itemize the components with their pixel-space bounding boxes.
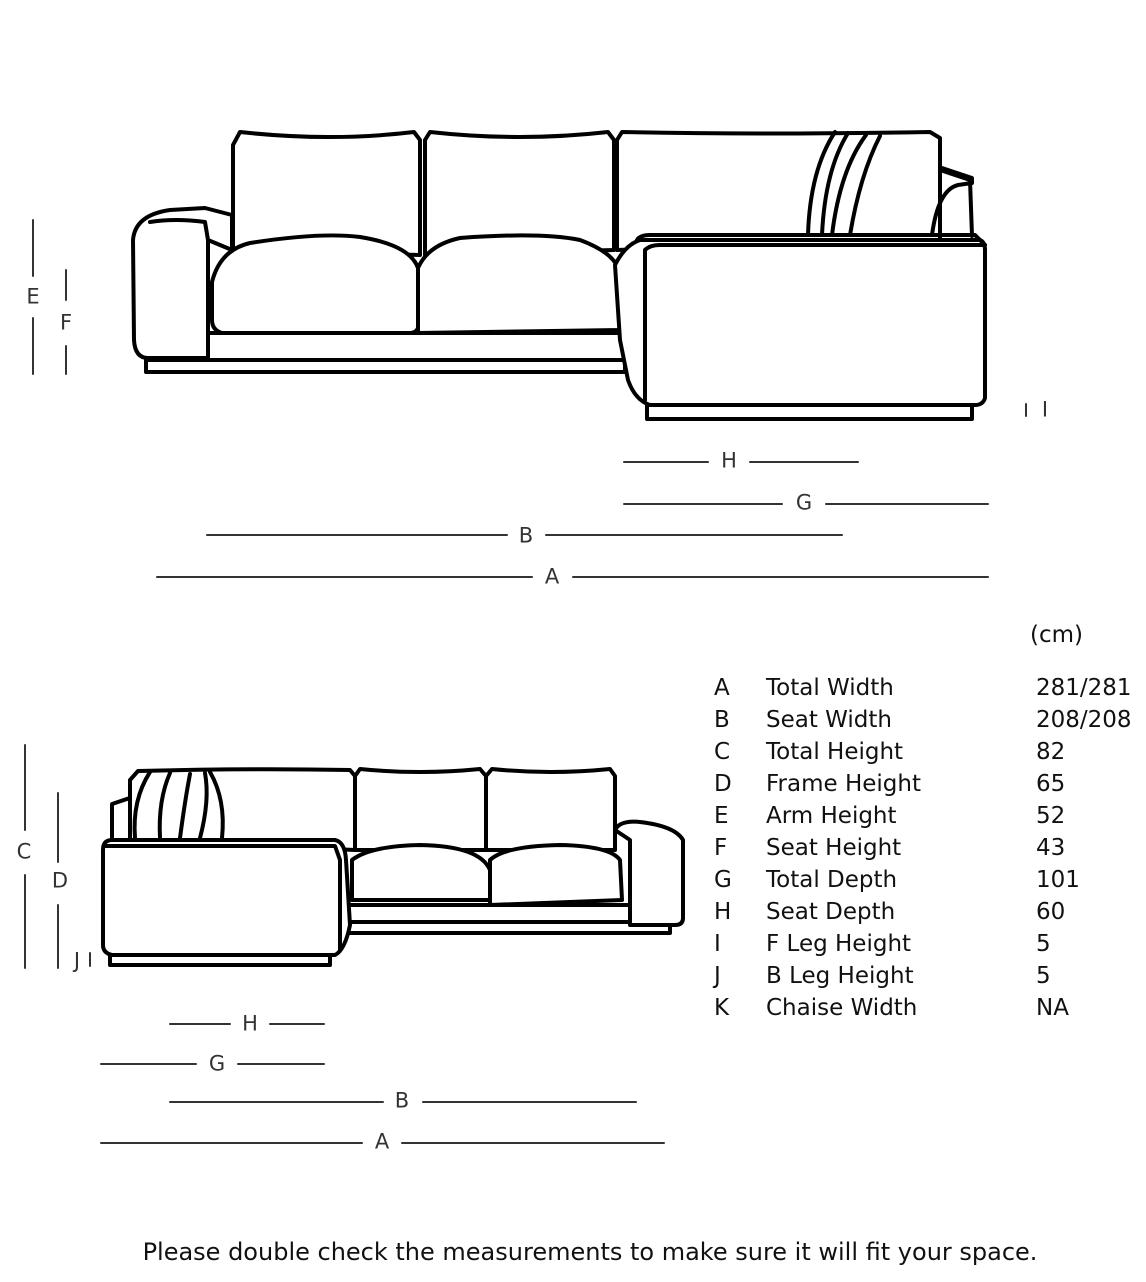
side-back <box>938 168 974 238</box>
dimension-key: K <box>714 995 730 1021</box>
back-cushion <box>484 767 617 852</box>
dim-label-i: I <box>1039 397 1051 422</box>
dim-label-j: J <box>71 948 83 973</box>
dimension-name: F Leg Height <box>766 931 912 957</box>
table-row: F Seat Height 43 <box>714 832 1146 864</box>
dimension-name: Arm Height <box>766 803 897 829</box>
dim-label-e: E <box>24 284 42 309</box>
dimension-name: Total Depth <box>766 867 898 893</box>
left-arm <box>131 206 234 360</box>
dimension-name: Frame Height <box>766 771 922 797</box>
seat-base <box>206 331 627 362</box>
dimension-key: F <box>714 835 728 861</box>
dimension-key: G <box>714 867 732 893</box>
measurement-note: Please double check the measurements to … <box>142 1238 1038 1266</box>
dimension-name: Seat Width <box>766 707 892 733</box>
dim-label-b: B <box>516 523 536 548</box>
dimension-value: 208/208 <box>1036 707 1132 733</box>
base-plinth <box>343 920 672 935</box>
dimension-value: 65 <box>1036 771 1066 797</box>
table-row: E Arm Height 52 <box>714 800 1146 832</box>
chaise-plinth <box>645 403 974 421</box>
dimension-name: Chaise Width <box>766 995 918 1021</box>
dimension-key: B <box>714 707 730 733</box>
dimension-name: Seat Height <box>766 835 902 861</box>
dim-label-h: H <box>719 448 739 473</box>
right-arm <box>613 819 685 927</box>
bottom-sofa-illustration <box>101 767 685 967</box>
striped-cushion <box>132 770 225 840</box>
table-row: H Seat Depth 60 <box>714 896 1146 928</box>
chaise-block <box>613 238 987 407</box>
dim-label-f: F <box>57 310 75 335</box>
dimension-value: 43 <box>1036 835 1066 861</box>
dimension-value: 82 <box>1036 739 1066 765</box>
dim-label-a: A <box>542 564 562 589</box>
dimension-key: D <box>714 771 732 797</box>
table-row: K Chaise Width NA <box>714 992 1146 1024</box>
dimension-key: I <box>714 931 721 957</box>
back-cushion <box>353 767 488 852</box>
dimension-name: Seat Depth <box>766 899 896 925</box>
back-cushion <box>615 130 942 252</box>
table-row: C Total Height 82 <box>714 736 1146 768</box>
chaise-block <box>101 838 352 957</box>
seat-cushion <box>210 233 420 335</box>
back-cushion <box>231 130 422 257</box>
dimension-value: NA <box>1036 995 1069 1021</box>
dim-label-c: C <box>14 839 34 864</box>
dimension-name: B Leg Height <box>766 963 914 989</box>
dim-label-h: H <box>240 1011 260 1036</box>
dimension-name: Total Width <box>766 675 894 701</box>
dimension-key: H <box>714 899 732 925</box>
dimension-key: J <box>714 963 721 989</box>
top-sofa-illustration <box>131 130 987 421</box>
dimension-lines <box>24 219 1027 1144</box>
chaise-plinth <box>108 953 332 967</box>
table-row: J B Leg Height 5 <box>714 960 1146 992</box>
side-back <box>110 796 132 840</box>
dimension-value: 52 <box>1036 803 1066 829</box>
dimension-value: 5 <box>1036 931 1051 957</box>
dimension-key: E <box>714 803 729 829</box>
striped-cushion <box>806 130 974 237</box>
dim-label-a: A <box>372 1129 392 1154</box>
table-row: B Seat Width 208/208 <box>714 704 1146 736</box>
dimension-key: A <box>714 675 730 701</box>
back-cushion <box>128 767 357 852</box>
dim-label-d: D <box>49 868 71 893</box>
seat-cushion <box>488 843 624 907</box>
table-row: D Frame Height 65 <box>714 768 1146 800</box>
dimension-key: C <box>714 739 731 765</box>
dimension-value: 281/281 <box>1036 675 1132 701</box>
dimension-value: 5 <box>1036 963 1051 989</box>
dim-label-g: G <box>206 1051 228 1076</box>
table-row: A Total Width 281/281 <box>714 672 1146 704</box>
dimension-value: 60 <box>1036 899 1066 925</box>
table-row: I F Leg Height 5 <box>714 928 1146 960</box>
table-row: G Total Depth 101 <box>714 864 1146 896</box>
seat-cushion <box>350 843 492 902</box>
seat-cushion <box>416 233 622 335</box>
base-plinth <box>144 358 627 374</box>
seat-base <box>343 903 632 924</box>
unit-label: (cm) <box>1030 622 1083 648</box>
dimension-value: 101 <box>1036 867 1080 893</box>
dim-label-b: B <box>392 1088 412 1113</box>
dimension-name: Total Height <box>766 739 904 765</box>
dim-label-g: G <box>793 490 815 515</box>
back-cushion <box>423 130 616 257</box>
